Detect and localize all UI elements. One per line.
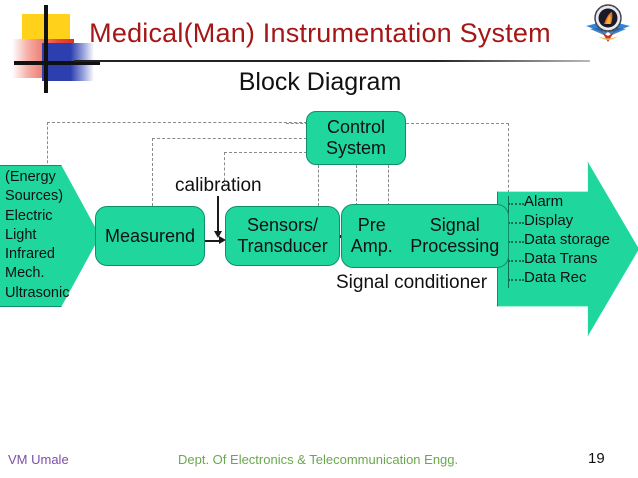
energy-sources-text: (Energy Sources) Electric Light Infrared… <box>5 168 91 303</box>
title-divider <box>74 60 590 62</box>
measurend-to-sensors-arrowhead <box>219 236 226 244</box>
output-item-data-trans: Data Trans <box>524 250 598 267</box>
footer-department: Dept. Of Electronics & Telecommunication… <box>178 452 459 467</box>
output-stub-1 <box>508 222 524 225</box>
feedback-line-to-output <box>406 123 509 124</box>
energy-line-6: Ultrasonic <box>5 284 70 301</box>
signal-conditioner-caption: Signal conditioner <box>336 272 488 293</box>
horizontal-bar-decoration <box>14 61 100 65</box>
output-item-display: Display <box>524 212 574 229</box>
output-stub-4 <box>508 279 524 282</box>
block-signal-conditioner: Pre Signal Amp. Processing <box>341 204 509 268</box>
sensors-line1: Sensors/ <box>246 215 319 236</box>
footer-author: VM Umale <box>8 452 69 467</box>
control-stub-mid <box>356 165 357 206</box>
output-stub-0 <box>508 203 524 206</box>
output-item-data-storage: Data storage <box>524 231 610 248</box>
output-stub-2 <box>508 241 524 244</box>
energy-line-0: (Energy <box>5 169 56 185</box>
decorative-corner-graphic <box>0 0 115 95</box>
page-subtitle: Block Diagram <box>238 68 402 96</box>
output-item-alarm: Alarm <box>524 193 564 210</box>
energy-line-5: Mech. <box>5 265 45 282</box>
vertical-bar-decoration <box>44 5 48 93</box>
energy-line-2: Electric <box>5 207 53 224</box>
footer-page-number: 19 <box>588 450 605 467</box>
sensors-line2: Transducer <box>237 236 328 256</box>
college-emblem-icon <box>584 2 632 48</box>
control-system-line2: System <box>325 138 386 158</box>
conditioner-cell-signal: Signal <box>429 215 480 236</box>
page-title: Medical(Man) Instrumentation System <box>89 18 551 48</box>
energy-line-1: Sources) <box>5 188 64 205</box>
output-stub-3 <box>508 260 524 263</box>
block-control-system: Control System <box>306 111 406 165</box>
feedback-line-to-output-drop <box>508 123 509 198</box>
feedback-line-to-measurend-drop <box>152 138 153 206</box>
feedback-line-to-measurend-top <box>152 138 307 139</box>
control-stub-left <box>318 165 319 206</box>
calibration-arrow-shaft <box>217 196 219 232</box>
conditioner-cell-pre: Pre <box>357 215 386 236</box>
control-stub-right <box>388 165 389 206</box>
conditioner-cell-amp: Amp. <box>350 236 393 256</box>
feedback-line-to-calibration-drop <box>224 152 225 186</box>
block-measurend: Measurend <box>95 206 205 266</box>
feedback-line-to-calibration <box>224 152 307 153</box>
calibration-arrowhead <box>214 231 222 238</box>
block-sensors-transducer: Sensors/ Transducer <box>225 206 340 266</box>
energy-line-4: Infrared <box>5 246 55 263</box>
output-item-data-rec: Data Rec <box>524 269 587 286</box>
conditioner-cell-processing: Processing <box>410 236 500 256</box>
calibration-label: calibration <box>175 175 262 196</box>
control-left-inlet <box>286 123 308 124</box>
measurend-label: Measurend <box>104 225 196 246</box>
feedback-line-to-energy-drop <box>47 122 48 168</box>
energy-line-3: Light <box>5 226 37 243</box>
measurend-to-sensors-shaft <box>205 240 221 242</box>
output-list: Alarm Display Data storage Data Trans Da… <box>524 192 634 287</box>
feedback-line-to-energy-top <box>47 122 307 123</box>
control-system-line1: Control <box>326 117 385 138</box>
